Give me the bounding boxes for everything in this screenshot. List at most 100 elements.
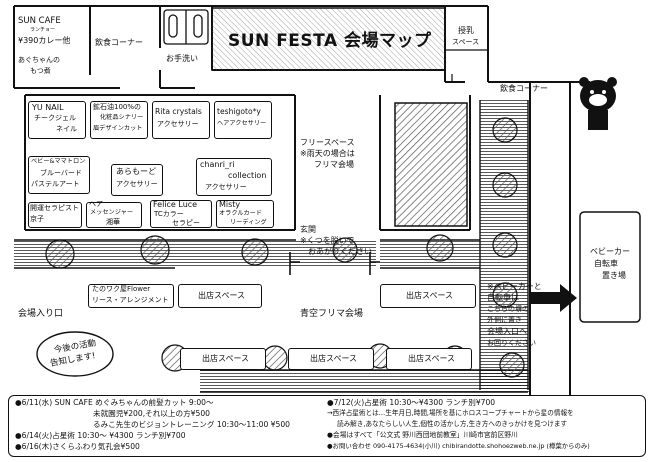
booth-hair-line2: メッセンジャー	[90, 209, 134, 216]
stroller-note-4: 外側に置き	[487, 316, 522, 324]
stroller-arrow	[530, 284, 577, 312]
note-left-1: ●6/11(水) SUN CAFE めぐみちゃんの前髪カット 9:00〜	[15, 398, 214, 407]
booth-hair	[86, 202, 142, 228]
booth-sun-cafe-line5: もつ煮	[30, 67, 51, 75]
note-right-3: 読み解き,あなたらしい人生,個性の活かし方,生き方へのきっかけを見つけます	[337, 420, 568, 428]
shop-space-3	[180, 348, 266, 370]
nursing-label-2: スペース	[452, 38, 480, 46]
booth-misty-line3: リーディング	[230, 219, 267, 226]
booth-misty-line1: Misty	[219, 200, 241, 209]
booth-baby-line1: ベビー&ママトロン	[31, 158, 86, 165]
stroller-note-3: こちらの塀の	[487, 305, 529, 313]
booth-aramode-line2: アクセサリー	[116, 180, 158, 188]
booth-chanri	[196, 158, 272, 196]
booth-yu-nail-line2: チークジェル	[34, 114, 76, 122]
booth-felice-line2: TCカラー	[154, 210, 184, 218]
booth-aramode-line1: あらもーど	[116, 167, 156, 176]
free-space-label-3: フリマ会場	[314, 160, 354, 169]
shop-space-1-label: 出店スペース	[198, 291, 246, 300]
booth-gem-oil-line1: 鉱石油100%の	[93, 103, 142, 111]
stroller-note-5: 会場入口へ	[487, 327, 527, 336]
shop-space-4-label: 出店スペース	[310, 354, 358, 363]
booth-felice	[150, 200, 212, 228]
stroller-note-6: お回りください	[487, 339, 536, 347]
entrance-marks	[289, 252, 380, 275]
booth-sun-cafe-line4: あぐちゃんの	[18, 56, 60, 64]
booth-gem-oil	[90, 101, 148, 139]
announcement-bubble	[36, 331, 114, 377]
food-corner-top-label: 飲食コーナー	[95, 38, 143, 47]
booth-gem-oil-line2: 化粧品シナリー	[100, 114, 144, 121]
shop-space-2	[380, 284, 476, 308]
booth-flower-line2: リース・アレンジメント	[92, 296, 169, 304]
note-right-4: ●会場はすべて「公文式 野川西団地前教室」川崎市宮前区野川	[327, 431, 518, 439]
free-space-label-1: フリースペース	[300, 138, 355, 147]
booth-felice-line1: Felice Luce	[153, 200, 198, 209]
title-block	[211, 7, 446, 71]
map-title: SUN FESTA 会場マップ	[228, 31, 432, 51]
note-left-3: るみこ先生のビジョントレーニング 10:30〜11:00 ¥500	[93, 420, 291, 429]
booth-hair-line1: ヘア	[89, 200, 103, 208]
booth-chanri-line1: chanri_ri	[200, 160, 235, 169]
booth-baby	[28, 156, 90, 194]
event-notes-panel: ●6/11(水) SUN CAFE めぐみちゃんの前髪カット 9:00〜 未就園…	[8, 395, 646, 457]
booth-kaiun	[28, 202, 82, 228]
lawn-band-bottom	[200, 370, 530, 392]
shop-space-5	[386, 348, 472, 370]
booth-aramode	[111, 164, 163, 196]
booth-misty-line2: オラクルカード	[219, 210, 262, 217]
note-left-2: 未就園児¥200,それ以上の方¥500	[93, 409, 211, 418]
dark-block	[394, 102, 468, 227]
booth-baby-line2: ブルーバード	[40, 169, 82, 177]
note-right-5: ●お問い合わせ 090-4175-4634(小川) chibirandotte.…	[327, 442, 590, 450]
venue-entrance-label: 会場入り口	[18, 309, 64, 319]
shop-space-3-label: 出店スペース	[202, 354, 250, 363]
note-left-4: ●6/14(火)占星術 10:30〜 ¥4300 ランチ別¥700	[15, 431, 186, 440]
entrance-label-2: ※くつを脱いで	[300, 236, 355, 245]
note-right-2: →西洋占星術とは…生年月日,時間,場所を基にホロスコープチャートから星の情報を	[327, 409, 574, 417]
booth-misty	[216, 200, 274, 228]
shop-space-5-label: 出店スペース	[408, 354, 456, 363]
booth-baby-line3: パステルアート	[31, 180, 80, 188]
bear-mascot	[579, 77, 617, 130]
booth-flower	[88, 284, 174, 308]
booth-rita-line2: アクセサリー	[157, 120, 199, 128]
nursing-door	[445, 49, 488, 82]
booth-sun-cafe-line3: ¥390カレー他	[18, 36, 71, 45]
booth-rita-line1: Rita crystals	[155, 107, 202, 116]
stroller-parking-label-2: 自転車	[594, 259, 618, 268]
shop-space-4	[288, 348, 374, 370]
stroller-parking-box	[579, 211, 641, 323]
booth-chanri-line2: collection	[228, 171, 267, 180]
entrance-label-1: 玄関	[300, 225, 316, 234]
booth-teshigoto-line1: teshigoto*y	[217, 107, 261, 116]
note-left-5: ●6/16(木)さくらふわり気孔会¥500	[15, 442, 140, 451]
booth-yu-nail	[28, 101, 86, 139]
shop-space-2-label: 出店スペース	[406, 291, 454, 300]
booth-felice-line3: セラピー	[172, 219, 200, 227]
booth-teshigoto	[214, 101, 272, 139]
booth-kaiun-line2: 京子	[30, 215, 44, 223]
stroller-parking-label-1: ベビーカー	[590, 247, 630, 256]
booth-sun-cafe-line1: SUN CAFE	[18, 16, 61, 26]
nursing-label-1: 授乳	[458, 26, 474, 35]
booth-chanri-line3: アクセサリー	[205, 183, 247, 191]
free-space-label-2: ※雨天の場合は	[300, 149, 355, 158]
trees	[45, 117, 525, 378]
food-corner-right-label: 飲食コーナー	[500, 84, 548, 93]
entrance-label-3: おあがりください	[308, 247, 372, 256]
flea-market-label: 青空フリマ会場	[300, 309, 364, 319]
booth-flower-line1: たのワク屋Flower	[92, 285, 151, 293]
booth-gem-oil-line3: 眉デザインカット	[93, 125, 143, 132]
booth-hair-line3: 湘華	[106, 218, 120, 226]
stroller-note-2: 自転車は	[487, 293, 519, 302]
stroller-note-1: ※ベビーカーと	[487, 282, 542, 291]
shop-space-1	[178, 284, 262, 308]
booth-sun-cafe-line2: ランチョー	[30, 27, 56, 33]
note-right-1: ●7/12(火)占星術 10:30〜¥4300 ランチ別¥700	[327, 398, 496, 407]
restroom-label: お手洗い	[166, 54, 198, 63]
booth-kaiun-line1: 開運セラピスト	[30, 204, 79, 212]
booth-rita	[152, 101, 210, 139]
